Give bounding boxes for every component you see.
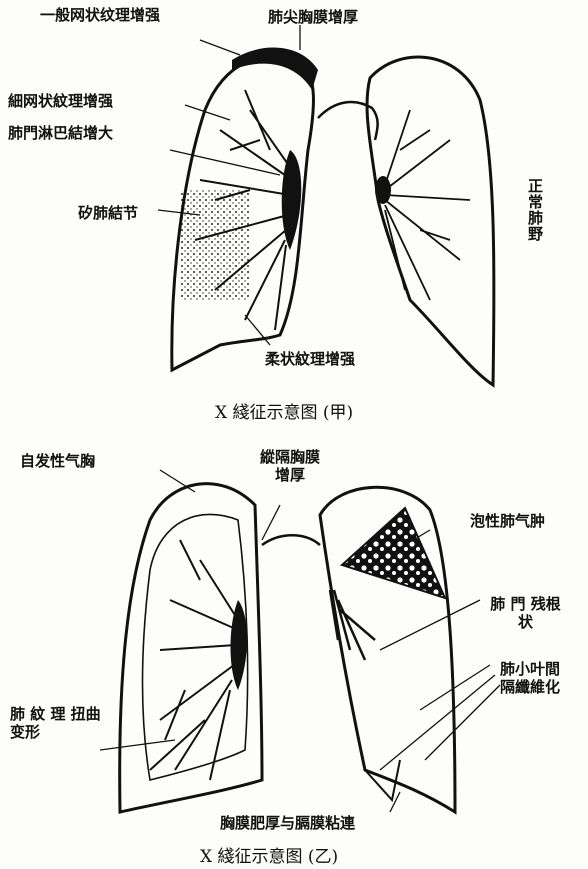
figure-a-nodule-zone	[180, 190, 250, 300]
figure-b-right-hilum	[330, 590, 375, 660]
label-bullous-emphysema: 泡性肺气肿	[470, 512, 545, 530]
label-mediastinal-pleura: 縱隔胸膜增厚	[256, 448, 324, 484]
label-pleural-thickening: 胸膜肥厚与膈膜粘連	[220, 814, 355, 832]
label-normal-lung: 正常肺野	[526, 178, 544, 242]
figure-a-right-lung	[367, 57, 494, 385]
label-lung-marking-distortion: 肺 紋 理 扭曲变形	[10, 705, 105, 741]
figure-a-right-bronchi	[385, 110, 470, 300]
figure-a-hilum-left	[282, 150, 302, 250]
figure-b-left-bronchi	[150, 540, 238, 780]
label-apical-pleura: 肺尖胸膜增厚	[268, 8, 358, 26]
figure-b-diaphragm-tent	[365, 760, 400, 800]
label-silicotic-nodules: 矽肺結节	[78, 204, 138, 222]
caption-figure-b: X 綫征示意图 (乙)	[200, 842, 338, 867]
figure-a-apical-cap	[232, 48, 318, 90]
label-flocculent: 柔状紋理增强	[265, 350, 355, 368]
label-hilar-nodes: 肺門淋巴結增大	[8, 124, 113, 142]
label-fine-reticular: 細网状紋理增强	[8, 92, 113, 110]
label-hilar-stump: 肺 門 残根状	[488, 595, 563, 631]
label-reticular-general: 一般网状纹理增强	[40, 6, 160, 24]
caption-figure-a: X 綫征示意图 (甲)	[215, 398, 353, 423]
label-pneumothorax: 自发性气胸	[20, 452, 95, 470]
label-interlobular-fibrosis: 肺小叶間 隔纖維化	[500, 660, 580, 696]
figure-b-bullous-area	[342, 508, 445, 598]
figure-b-mediastinum	[262, 535, 320, 545]
figure-a-hilum-right	[375, 176, 391, 204]
